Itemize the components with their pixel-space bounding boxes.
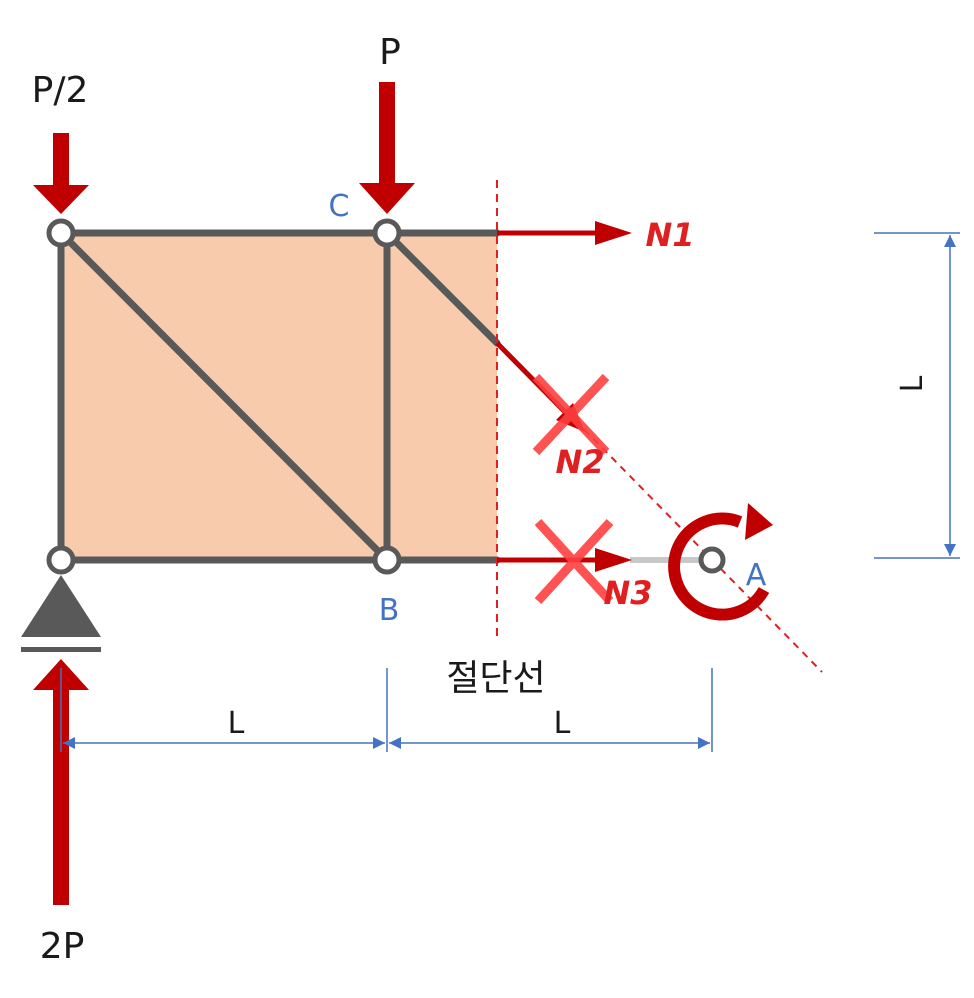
left-load-label: P/2 [32, 70, 89, 111]
free-body-region [61, 233, 497, 560]
dim-bottom-right-label: L [554, 706, 571, 741]
n2-label: N2 [555, 443, 604, 481]
n2-line-of-action [574, 419, 823, 673]
n1-arrow [497, 221, 632, 245]
node-c-label: C [329, 189, 350, 224]
n3-label: N3 [603, 574, 652, 612]
node-a-label: A [746, 558, 767, 593]
n2-cross-mark [532, 373, 610, 456]
joint-c [372, 218, 402, 248]
n3-cross-mark [534, 518, 614, 605]
joint-bottom-left [46, 545, 76, 575]
dim-bottom-left-label: L [228, 706, 245, 741]
cut-line-label: 절단선 [446, 658, 545, 699]
dim-right-height-label: L [895, 375, 930, 392]
node-b-label: B [379, 593, 400, 628]
n3-arrow [497, 548, 632, 572]
joint-a [698, 546, 726, 574]
moment-arrow-icon [668, 503, 773, 621]
top-load-arrow [359, 82, 415, 214]
truss-members [57, 229, 501, 564]
dimension-lines [60, 232, 960, 752]
joint-top-left [46, 218, 76, 248]
joints [46, 218, 726, 575]
joint-b [372, 545, 402, 575]
reaction-label: 2P [40, 926, 85, 967]
top-load-label: P [379, 32, 401, 73]
member-diagonal-left [57, 229, 391, 564]
left-load-arrow [33, 133, 89, 214]
member-diagonal-right [383, 229, 501, 347]
n1-label: N1 [645, 216, 694, 254]
pin-support-icon [21, 575, 101, 652]
